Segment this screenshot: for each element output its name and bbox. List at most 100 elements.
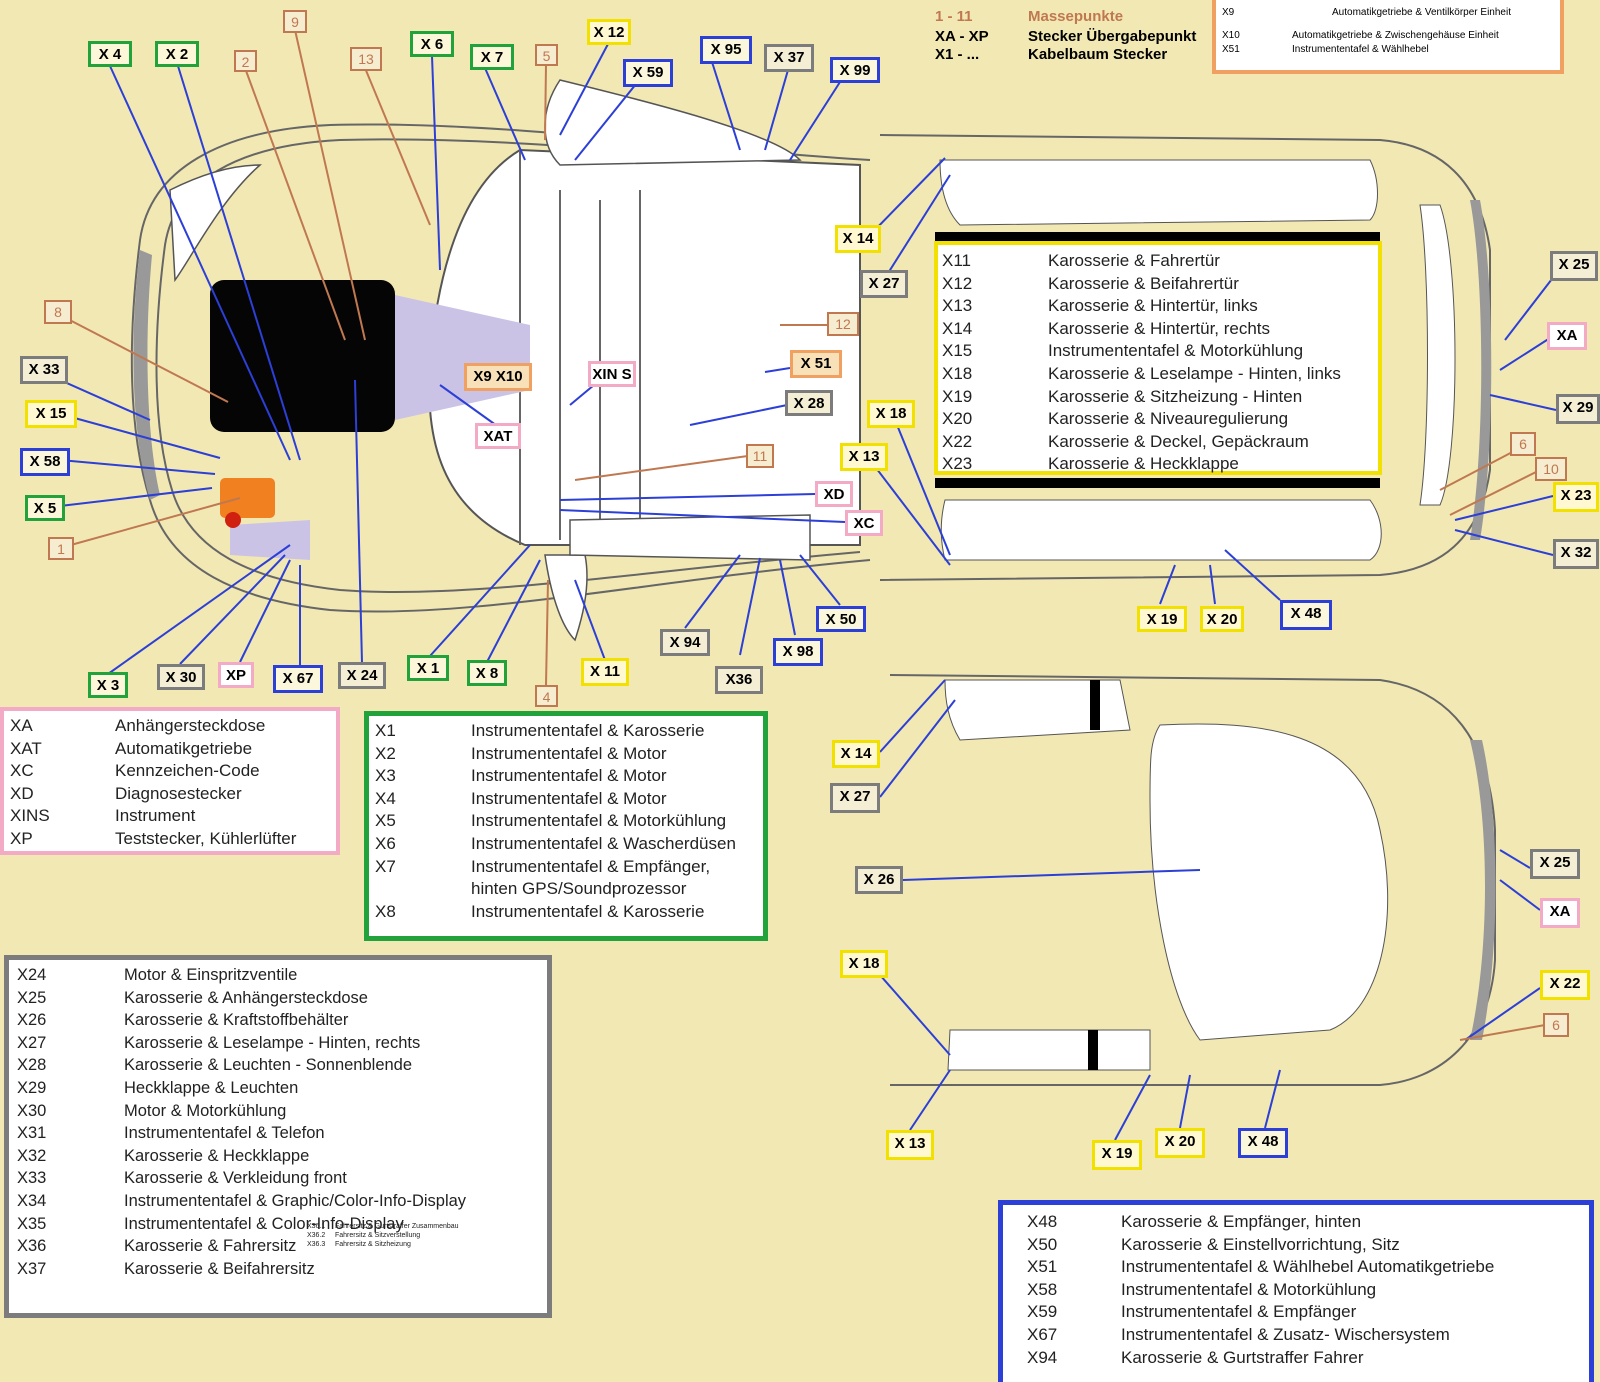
label-x27-top: X 27 xyxy=(860,270,908,298)
label-x14-bottom: X 14 xyxy=(832,740,880,768)
label-xa-top: XA xyxy=(1547,322,1587,350)
label-x26: X 26 xyxy=(855,866,903,894)
leader-x5 xyxy=(59,487,213,507)
legend-code: X3 xyxy=(375,766,396,786)
rear-car1-side-window-bottom xyxy=(940,499,1382,561)
legend-code: XA xyxy=(10,716,33,735)
leader-x36 xyxy=(739,557,761,656)
legend-desc: Instrumententafel & Empfänger, xyxy=(471,856,711,876)
leader-x13b xyxy=(909,1069,951,1131)
leader-x20b xyxy=(1179,1074,1191,1129)
leader-xaa xyxy=(1499,337,1551,371)
label-x22: X 22 xyxy=(1540,970,1590,1000)
front-car-inner-outline xyxy=(155,138,861,593)
legend-code: X51 xyxy=(1027,1257,1058,1277)
rear-car1-roof-bar-bottom xyxy=(935,478,1380,488)
label-x20-bottom: X 20 xyxy=(1155,1128,1205,1158)
label-x25-bottom: X 25 xyxy=(1530,849,1580,879)
leader-x22 xyxy=(1464,987,1541,1041)
legend-code: X8 xyxy=(375,901,396,921)
leader-x27a xyxy=(884,174,951,279)
label-xat: XAT xyxy=(475,423,521,449)
leader-x14b xyxy=(879,679,946,753)
label-x58: X 58 xyxy=(20,448,70,476)
leader-x4 xyxy=(109,65,291,461)
label-x29: X 29 xyxy=(1556,394,1600,424)
header-massepunkte-text: Massepunkte xyxy=(1028,8,1124,25)
leader-x23 xyxy=(1454,495,1554,521)
label-x51: X 51 xyxy=(790,350,842,378)
engine-bay-black xyxy=(210,280,395,432)
label-x12: X 12 xyxy=(587,19,631,45)
leader-x50 xyxy=(799,554,841,606)
battery-orange xyxy=(220,478,275,518)
leader-x15 xyxy=(59,413,221,459)
label-ground-10: 10 xyxy=(1535,457,1567,481)
legend-code: X37 xyxy=(17,1259,47,1278)
top-right-legend-text: Instrumententafel & Wählhebel xyxy=(1292,44,1429,55)
leader-n4 xyxy=(545,579,549,686)
legend-code: X15 xyxy=(942,341,973,361)
label-x11: X 11 xyxy=(581,658,629,686)
leader-x48b xyxy=(1264,1069,1281,1129)
label-x1: X 1 xyxy=(407,655,449,681)
label-xc: XC xyxy=(845,510,883,536)
legend-desc: Karosserie & Einstellvorrichtung, Sitz xyxy=(1121,1234,1400,1254)
legend-code: X58 xyxy=(1027,1279,1058,1299)
legend-row: XA Anhängersteckdose xyxy=(10,715,330,738)
leader-x12 xyxy=(559,43,609,136)
legend-desc: hinten GPS/Soundprozessor xyxy=(471,879,687,899)
legend-desc: Instrumententafel & Graphic/Color-Info-D… xyxy=(124,1191,467,1210)
legend-desc: Karosserie & Leselampe - Hinten, rechts xyxy=(124,1033,421,1052)
leader-n6a xyxy=(1439,447,1521,491)
legend-code: X67 xyxy=(1027,1324,1058,1344)
label-x13-bottom: X 13 xyxy=(886,1130,934,1160)
leader-n6b xyxy=(1459,1024,1546,1041)
leader-x25b xyxy=(1499,849,1531,869)
label-x19-top: X 19 xyxy=(1137,606,1187,632)
rear-car2-side-window-bottom xyxy=(947,1029,1151,1071)
leader-xd xyxy=(559,493,816,501)
legend-code: X32 xyxy=(17,1146,47,1165)
legend-desc: Anhängersteckdose xyxy=(115,716,266,735)
label-x8: X 8 xyxy=(467,660,507,686)
label-x67: X 67 xyxy=(273,665,323,693)
legend-desc: Motor & Motorkühlung xyxy=(124,1101,287,1120)
legend-code: X59 xyxy=(1027,1302,1058,1322)
legend-desc: Karosserie & Gurtstraffer Fahrer xyxy=(1121,1347,1364,1367)
legend-code: X94 xyxy=(1027,1347,1058,1367)
leader-x18a xyxy=(894,419,951,556)
legend-code: X36 xyxy=(17,1237,47,1256)
legend-desc: Instrumententafel & Motorkühlung xyxy=(1121,1279,1377,1299)
label-x13-top: X 13 xyxy=(840,443,888,471)
label-ground-11: 11 xyxy=(746,444,774,468)
leader-n8 xyxy=(59,314,229,403)
label-x37: X 37 xyxy=(764,44,814,72)
leader-xab xyxy=(1499,879,1541,911)
label-x24: X 24 xyxy=(338,662,386,689)
label-x28: X 28 xyxy=(785,390,833,416)
label-x36: X36 xyxy=(715,666,763,694)
leader-x26 xyxy=(902,869,1201,881)
legend-code: XAT xyxy=(10,738,42,758)
seat-driver xyxy=(569,514,811,561)
label-x50: X 50 xyxy=(816,606,866,632)
